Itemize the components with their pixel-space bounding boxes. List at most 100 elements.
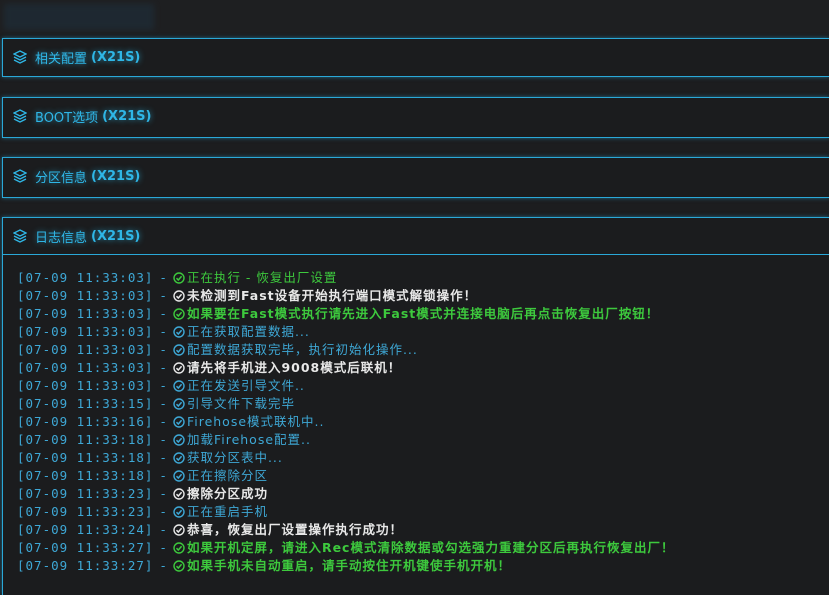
log-line: [07-09 11:33:16]-Firehose模式联机中.. bbox=[17, 413, 829, 431]
log-timestamp: [07-09 11:33:18] bbox=[17, 450, 154, 465]
log-line: [07-09 11:33:27]- 如果手机未自动重启，请手动按住开机键使手机开机… bbox=[17, 557, 829, 575]
log-line: [07-09 11:33:03]- 正在执行 - 恢复出厂设置 bbox=[17, 269, 829, 287]
panel-title: 日志信息 bbox=[35, 230, 88, 246]
log-timestamp: [07-09 11:33:03] bbox=[17, 360, 154, 375]
log-message: 如果手机未自动重启，请手动按住开机键使手机开机！ bbox=[186, 558, 511, 573]
log-separator: - bbox=[159, 414, 167, 429]
check-circle-icon bbox=[173, 290, 185, 302]
log-timestamp: [07-09 11:33:03] bbox=[17, 288, 154, 303]
log-line: [07-09 11:33:24]-恭喜，恢复出厂设置操作执行成功！ bbox=[17, 521, 829, 539]
log-message: 请先将手机进入9008模式后联机！ bbox=[186, 360, 402, 375]
panel-model: (X21S) bbox=[91, 168, 141, 184]
check-circle-icon bbox=[173, 542, 185, 554]
log-message: 正在获取配置数据... bbox=[186, 324, 310, 339]
log-timestamp: [07-09 11:33:03] bbox=[17, 306, 154, 321]
check-circle-icon bbox=[173, 380, 185, 392]
log-separator: - bbox=[159, 558, 167, 573]
check-circle-icon bbox=[173, 470, 185, 482]
log-line: [07-09 11:33:18]- 加载Firehose配置.. bbox=[17, 431, 829, 449]
log-timestamp: [07-09 11:33:23] bbox=[17, 504, 154, 519]
log-timestamp: [07-09 11:33:18] bbox=[17, 468, 154, 483]
log-timestamp: [07-09 11:33:18] bbox=[17, 432, 154, 447]
log-message: 加载Firehose配置.. bbox=[186, 432, 311, 447]
log-timestamp: [07-09 11:33:27] bbox=[17, 540, 154, 555]
panel-title: 相关配置 bbox=[35, 51, 88, 67]
log-timestamp: [07-09 11:33:03] bbox=[17, 324, 154, 339]
log-separator: - bbox=[159, 342, 167, 357]
log-line: [07-09 11:33:18]-获取分区表中... bbox=[17, 449, 829, 467]
log-separator: - bbox=[159, 288, 167, 303]
log-separator: - bbox=[159, 486, 167, 501]
panel-title: BOOT选项 bbox=[35, 110, 99, 126]
log-separator: - bbox=[159, 324, 167, 339]
log-message: 如果开机定屏，请进入Rec模式清除数据或勾选强力重建分区后再执行恢复出厂！ bbox=[186, 540, 675, 555]
log-timestamp: [07-09 11:33:23] bbox=[17, 486, 154, 501]
panel-log-info: 日志信息 (X21S) [07-09 11:33:03]-正在执行 - 恢复出厂… bbox=[2, 217, 829, 595]
log-separator: - bbox=[159, 360, 167, 375]
log-line: [07-09 11:33:03]- 如果要在Fast模式执行请先进入Fast模式并… bbox=[17, 305, 829, 323]
panel-config-header[interactable]: 相关配置 (X21S) bbox=[3, 39, 829, 75]
log-line: [07-09 11:33:23]- 擦除分区成功 bbox=[17, 485, 829, 503]
log-line: [07-09 11:33:15]-引导文件下载完毕 bbox=[17, 395, 829, 413]
check-circle-icon bbox=[173, 452, 185, 464]
log-line: [07-09 11:33:03]- 正在获取配置数据... bbox=[17, 323, 829, 341]
log-line: [07-09 11:33:03]- 请先将手机进入9008模式后联机！ bbox=[17, 359, 829, 377]
log-line: [07-09 11:33:03]-未检测到Fast设备开始执行端口模式解锁操作！ bbox=[17, 287, 829, 305]
panel-boot-options-header[interactable]: BOOT选项 (X21S) bbox=[3, 98, 829, 134]
log-separator: - bbox=[159, 306, 167, 321]
top-bar bbox=[0, 0, 829, 34]
log-message: 如果要在Fast模式执行请先进入Fast模式并连接电脑后再点击恢复出厂按钮！ bbox=[186, 306, 660, 321]
log-separator: - bbox=[159, 504, 167, 519]
log-separator: - bbox=[159, 522, 167, 537]
log-list[interactable]: [07-09 11:33:03]-正在执行 - 恢复出厂设置[07-09 11:… bbox=[3, 254, 829, 595]
top-bar-glow bbox=[4, 4, 154, 30]
log-separator: - bbox=[159, 432, 167, 447]
log-separator: - bbox=[159, 378, 167, 393]
log-line: [07-09 11:33:23]- 正在重启手机 bbox=[17, 503, 829, 521]
check-circle-icon bbox=[173, 488, 185, 500]
log-separator: - bbox=[159, 270, 167, 285]
log-timestamp: [07-09 11:33:03] bbox=[17, 270, 154, 285]
log-message: 引导文件下载完毕 bbox=[186, 396, 295, 411]
panel-title: 分区信息 bbox=[35, 170, 88, 186]
log-separator: - bbox=[159, 450, 167, 465]
check-circle-icon bbox=[173, 308, 185, 320]
log-message: 正在重启手机 bbox=[186, 504, 268, 519]
log-timestamp: [07-09 11:33:03] bbox=[17, 378, 154, 393]
check-circle-icon bbox=[173, 416, 185, 428]
layers-icon bbox=[13, 50, 27, 64]
check-circle-icon bbox=[173, 326, 185, 338]
panel-config: 相关配置 (X21S) bbox=[2, 38, 829, 77]
log-line: [07-09 11:33:18]-正在擦除分区 bbox=[17, 467, 829, 485]
log-line: [07-09 11:33:03]- 正在发送引导文件.. bbox=[17, 377, 829, 395]
log-timestamp: [07-09 11:33:27] bbox=[17, 558, 154, 573]
check-circle-icon bbox=[173, 398, 185, 410]
check-circle-icon bbox=[173, 506, 185, 518]
check-circle-icon bbox=[173, 344, 185, 356]
panel-boot-options: BOOT选项 (X21S) bbox=[2, 97, 829, 138]
layers-icon bbox=[13, 109, 27, 123]
panel-model: (X21S) bbox=[91, 49, 141, 65]
log-message: 正在发送引导文件.. bbox=[186, 378, 305, 393]
log-timestamp: [07-09 11:33:16] bbox=[17, 414, 154, 429]
log-separator: - bbox=[159, 540, 167, 555]
log-message: 正在执行 - 恢复出厂设置 bbox=[186, 270, 338, 285]
log-line: [07-09 11:33:03]- 配置数据获取完毕，执行初始化操作... bbox=[17, 341, 829, 359]
log-line: [07-09 11:33:27]- 如果开机定屏，请进入Rec模式清除数据或勾选强… bbox=[17, 539, 829, 557]
panel-partition-info-header[interactable]: 分区信息 (X21S) bbox=[3, 158, 829, 194]
check-circle-icon bbox=[173, 560, 185, 572]
log-message: 配置数据获取完毕，执行初始化操作... bbox=[186, 342, 418, 357]
panel-log-info-header[interactable]: 日志信息 (X21S) bbox=[3, 218, 829, 254]
log-timestamp: [07-09 11:33:03] bbox=[17, 342, 154, 357]
check-circle-icon bbox=[173, 524, 185, 536]
layers-icon bbox=[13, 229, 27, 243]
check-circle-icon bbox=[173, 434, 185, 446]
log-message: 恭喜，恢复出厂设置操作执行成功！ bbox=[186, 522, 403, 537]
log-message: 正在擦除分区 bbox=[186, 468, 268, 483]
check-circle-icon bbox=[173, 362, 185, 374]
log-timestamp: [07-09 11:33:15] bbox=[17, 396, 154, 411]
log-message: 擦除分区成功 bbox=[186, 486, 268, 501]
panel-model: (X21S) bbox=[102, 108, 152, 124]
panel-model: (X21S) bbox=[91, 228, 141, 244]
layers-icon bbox=[13, 169, 27, 183]
